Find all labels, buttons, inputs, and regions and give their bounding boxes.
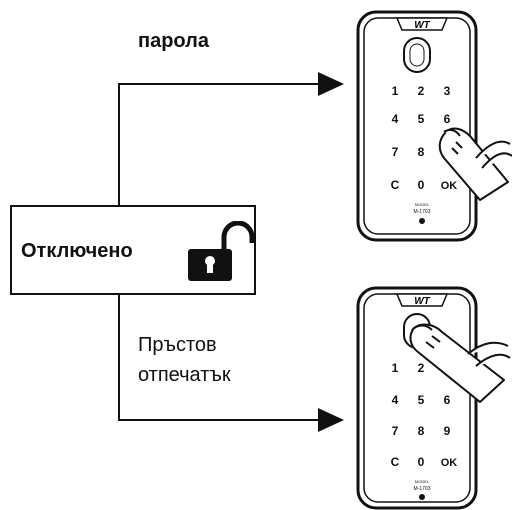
key-5: 5 <box>418 393 425 407</box>
fingerprint-sensor-icon <box>403 37 431 73</box>
key-c: C <box>391 178 400 192</box>
key-4: 4 <box>392 112 399 126</box>
brand-logo: WT <box>414 20 430 31</box>
brand-logo: WT <box>414 296 430 307</box>
password-label: парола <box>138 30 209 52</box>
fingerprint-label-line2: отпечатък <box>138 364 231 386</box>
key-2: 2 <box>418 361 425 375</box>
key-0: 0 <box>418 455 425 469</box>
model-number: M-1703 <box>414 209 431 215</box>
key-6: 6 <box>444 112 451 126</box>
key-6: 6 <box>444 393 451 407</box>
key-1: 1 <box>392 84 399 98</box>
model-label: MODEL <box>415 202 430 207</box>
key-7: 7 <box>392 145 399 159</box>
key-1: 1 <box>392 361 399 375</box>
finger-press-icon <box>409 323 511 403</box>
fingerprint-label: Пръстов отпечатък <box>138 330 231 390</box>
key-3: 3 <box>444 84 451 98</box>
key-9: 9 <box>444 424 451 438</box>
lock-device-password: WT 1 2 3 4 5 6 7 8 9 C 0 OK MODEL M-1703 <box>352 8 512 246</box>
connector-top <box>118 83 318 205</box>
open-padlock-icon <box>184 221 256 283</box>
key-5: 5 <box>418 112 425 126</box>
key-7: 7 <box>392 424 399 438</box>
key-ok: OK <box>441 457 458 469</box>
key-4: 4 <box>392 393 399 407</box>
arrow-to-password-device <box>318 72 344 96</box>
key-c: C <box>391 455 400 469</box>
arrow-to-fingerprint-device <box>318 408 344 432</box>
finger-press-icon <box>438 127 512 201</box>
key-8: 8 <box>418 424 425 438</box>
key-8: 8 <box>418 145 425 159</box>
connector-bottom <box>118 295 318 421</box>
model-number: M-1703 <box>414 486 431 492</box>
key-2: 2 <box>418 84 425 98</box>
fingerprint-label-line1: Пръстов <box>138 334 217 356</box>
unlocked-label: Отключено <box>21 240 133 262</box>
unlocked-state-box: Отключено <box>10 205 256 295</box>
key-ok: OK <box>441 180 458 192</box>
model-label: MODEL <box>415 479 430 484</box>
lock-device-fingerprint: WT 1 2 4 5 6 7 8 9 C 0 OK MODEL M-1703 <box>352 284 512 510</box>
key-0: 0 <box>418 178 425 192</box>
